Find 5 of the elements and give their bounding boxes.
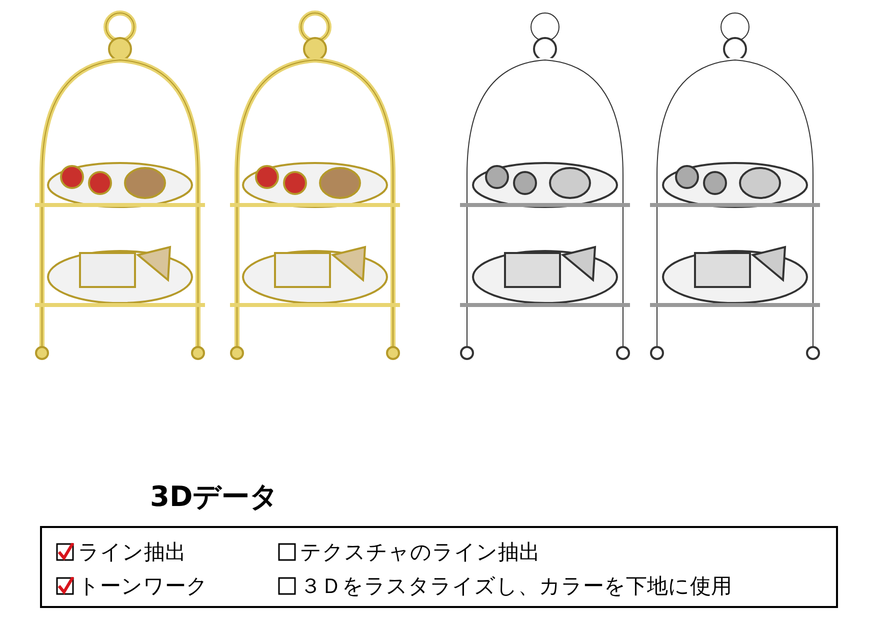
section-heading: 3Dデータ — [150, 479, 279, 515]
option-label: ライン抽出 — [78, 539, 186, 566]
option-label: ３Ｄをラスタライズし、カラーを下地に使用 — [300, 573, 732, 600]
option-label: トーンワーク — [78, 573, 208, 600]
option-label: テクスチャのライン抽出 — [300, 539, 540, 566]
